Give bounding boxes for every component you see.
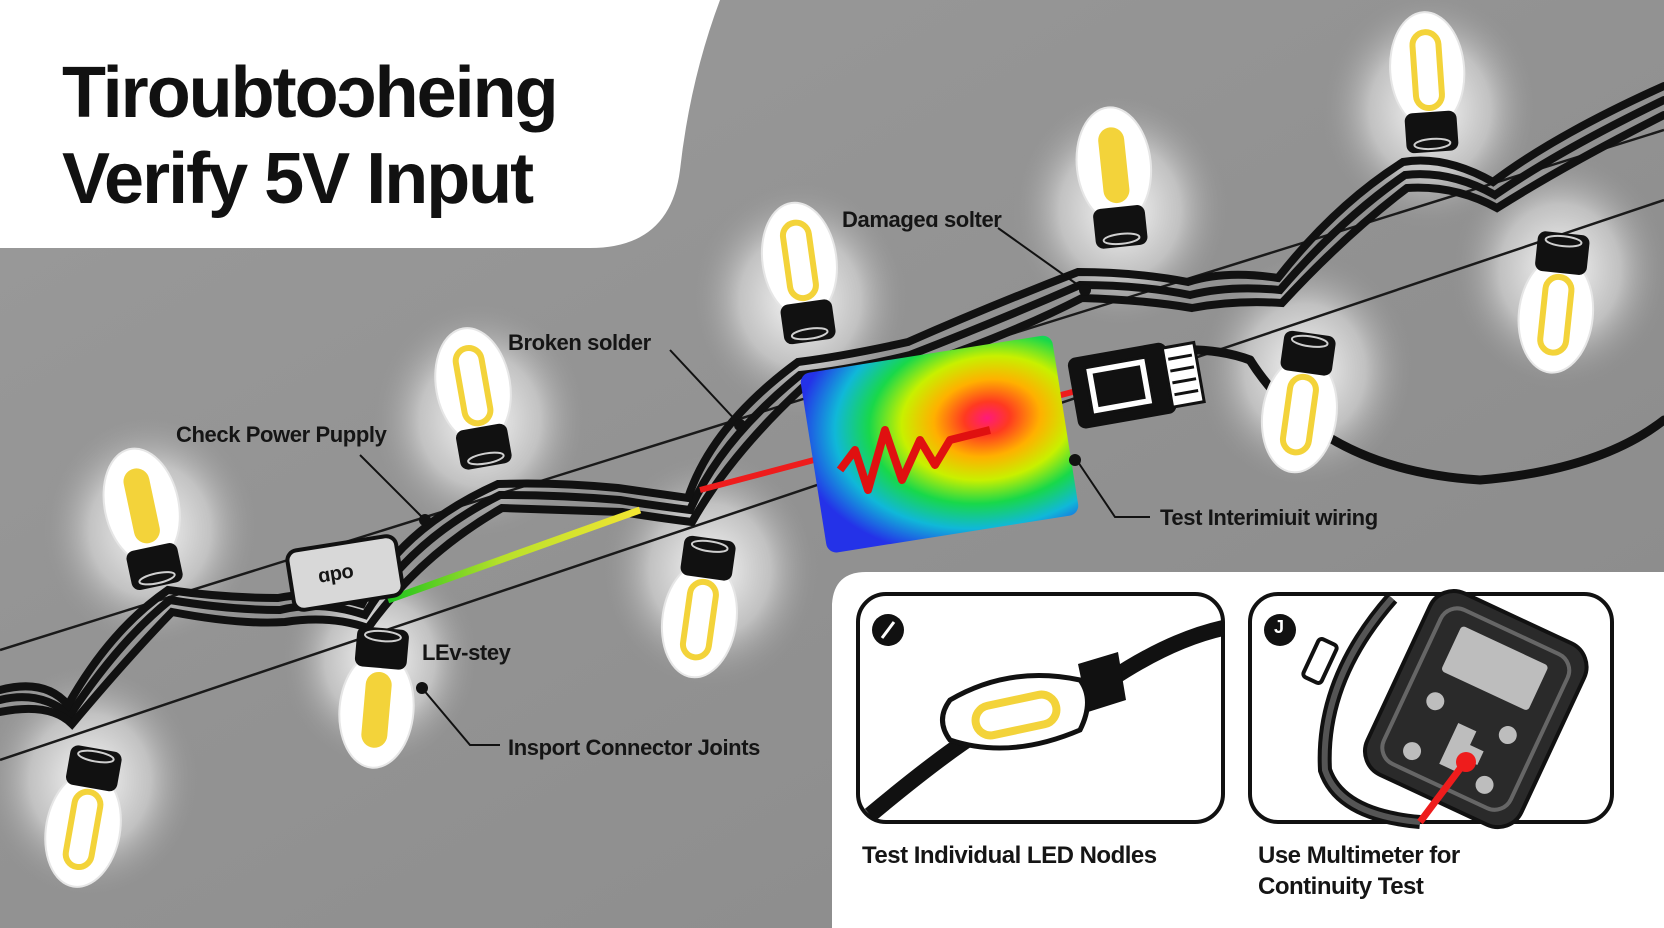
heatmap-pulse-icon	[800, 335, 1079, 553]
led-bulb-icon	[338, 626, 415, 769]
wire-tag	[285, 534, 405, 612]
usb-connector-icon	[1067, 340, 1206, 429]
led-bulb-icon	[102, 447, 183, 590]
leader-dots	[416, 284, 1091, 694]
led-bulb-icon	[1389, 11, 1466, 154]
leader-lines	[359, 227, 1150, 746]
callout-inspect-joints: Insport Connector Joints	[508, 735, 760, 760]
multimeter-icon	[1264, 589, 1589, 830]
led-node-closeup-icon	[864, 614, 1225, 822]
led-bulb-icon	[760, 201, 838, 345]
page-subtitle: Verify 5V Input	[62, 139, 534, 219]
led-bulb-icon	[1260, 330, 1338, 474]
panel-multimeter-badge: J	[1274, 617, 1284, 637]
signal-line-green	[386, 506, 642, 604]
title-card: Tiroubtoɔheing Verify 5V Input	[0, 0, 700, 250]
led-bulb-icon	[1075, 106, 1153, 249]
led-bulb-icon	[44, 745, 122, 888]
led-bulb-icon	[434, 327, 512, 470]
callout-level-step: LΕv-stey	[422, 640, 511, 665]
title-card-background	[0, 0, 720, 248]
callout-check-power: Check Power Pupply	[176, 422, 387, 447]
callout-test-intermittent: Test Interimiuit wiring	[1160, 505, 1378, 530]
callout-broken-solder: Broken solder	[508, 330, 651, 355]
led-bulb-icon	[1517, 231, 1595, 374]
page-title: Tiroubtoɔheing	[62, 53, 559, 133]
panel-led-node-caption: Test Individual LED Nodles	[862, 842, 1157, 869]
bulbs	[44, 11, 1595, 888]
callout-damaged-solder: Damageɑ solter	[842, 207, 1002, 232]
led-bulb-icon	[660, 535, 738, 679]
panel-multimeter-caption-line2: Continuity Test	[1258, 873, 1424, 900]
panel-multimeter-caption-line1: Use Multimeter for	[1258, 842, 1460, 869]
